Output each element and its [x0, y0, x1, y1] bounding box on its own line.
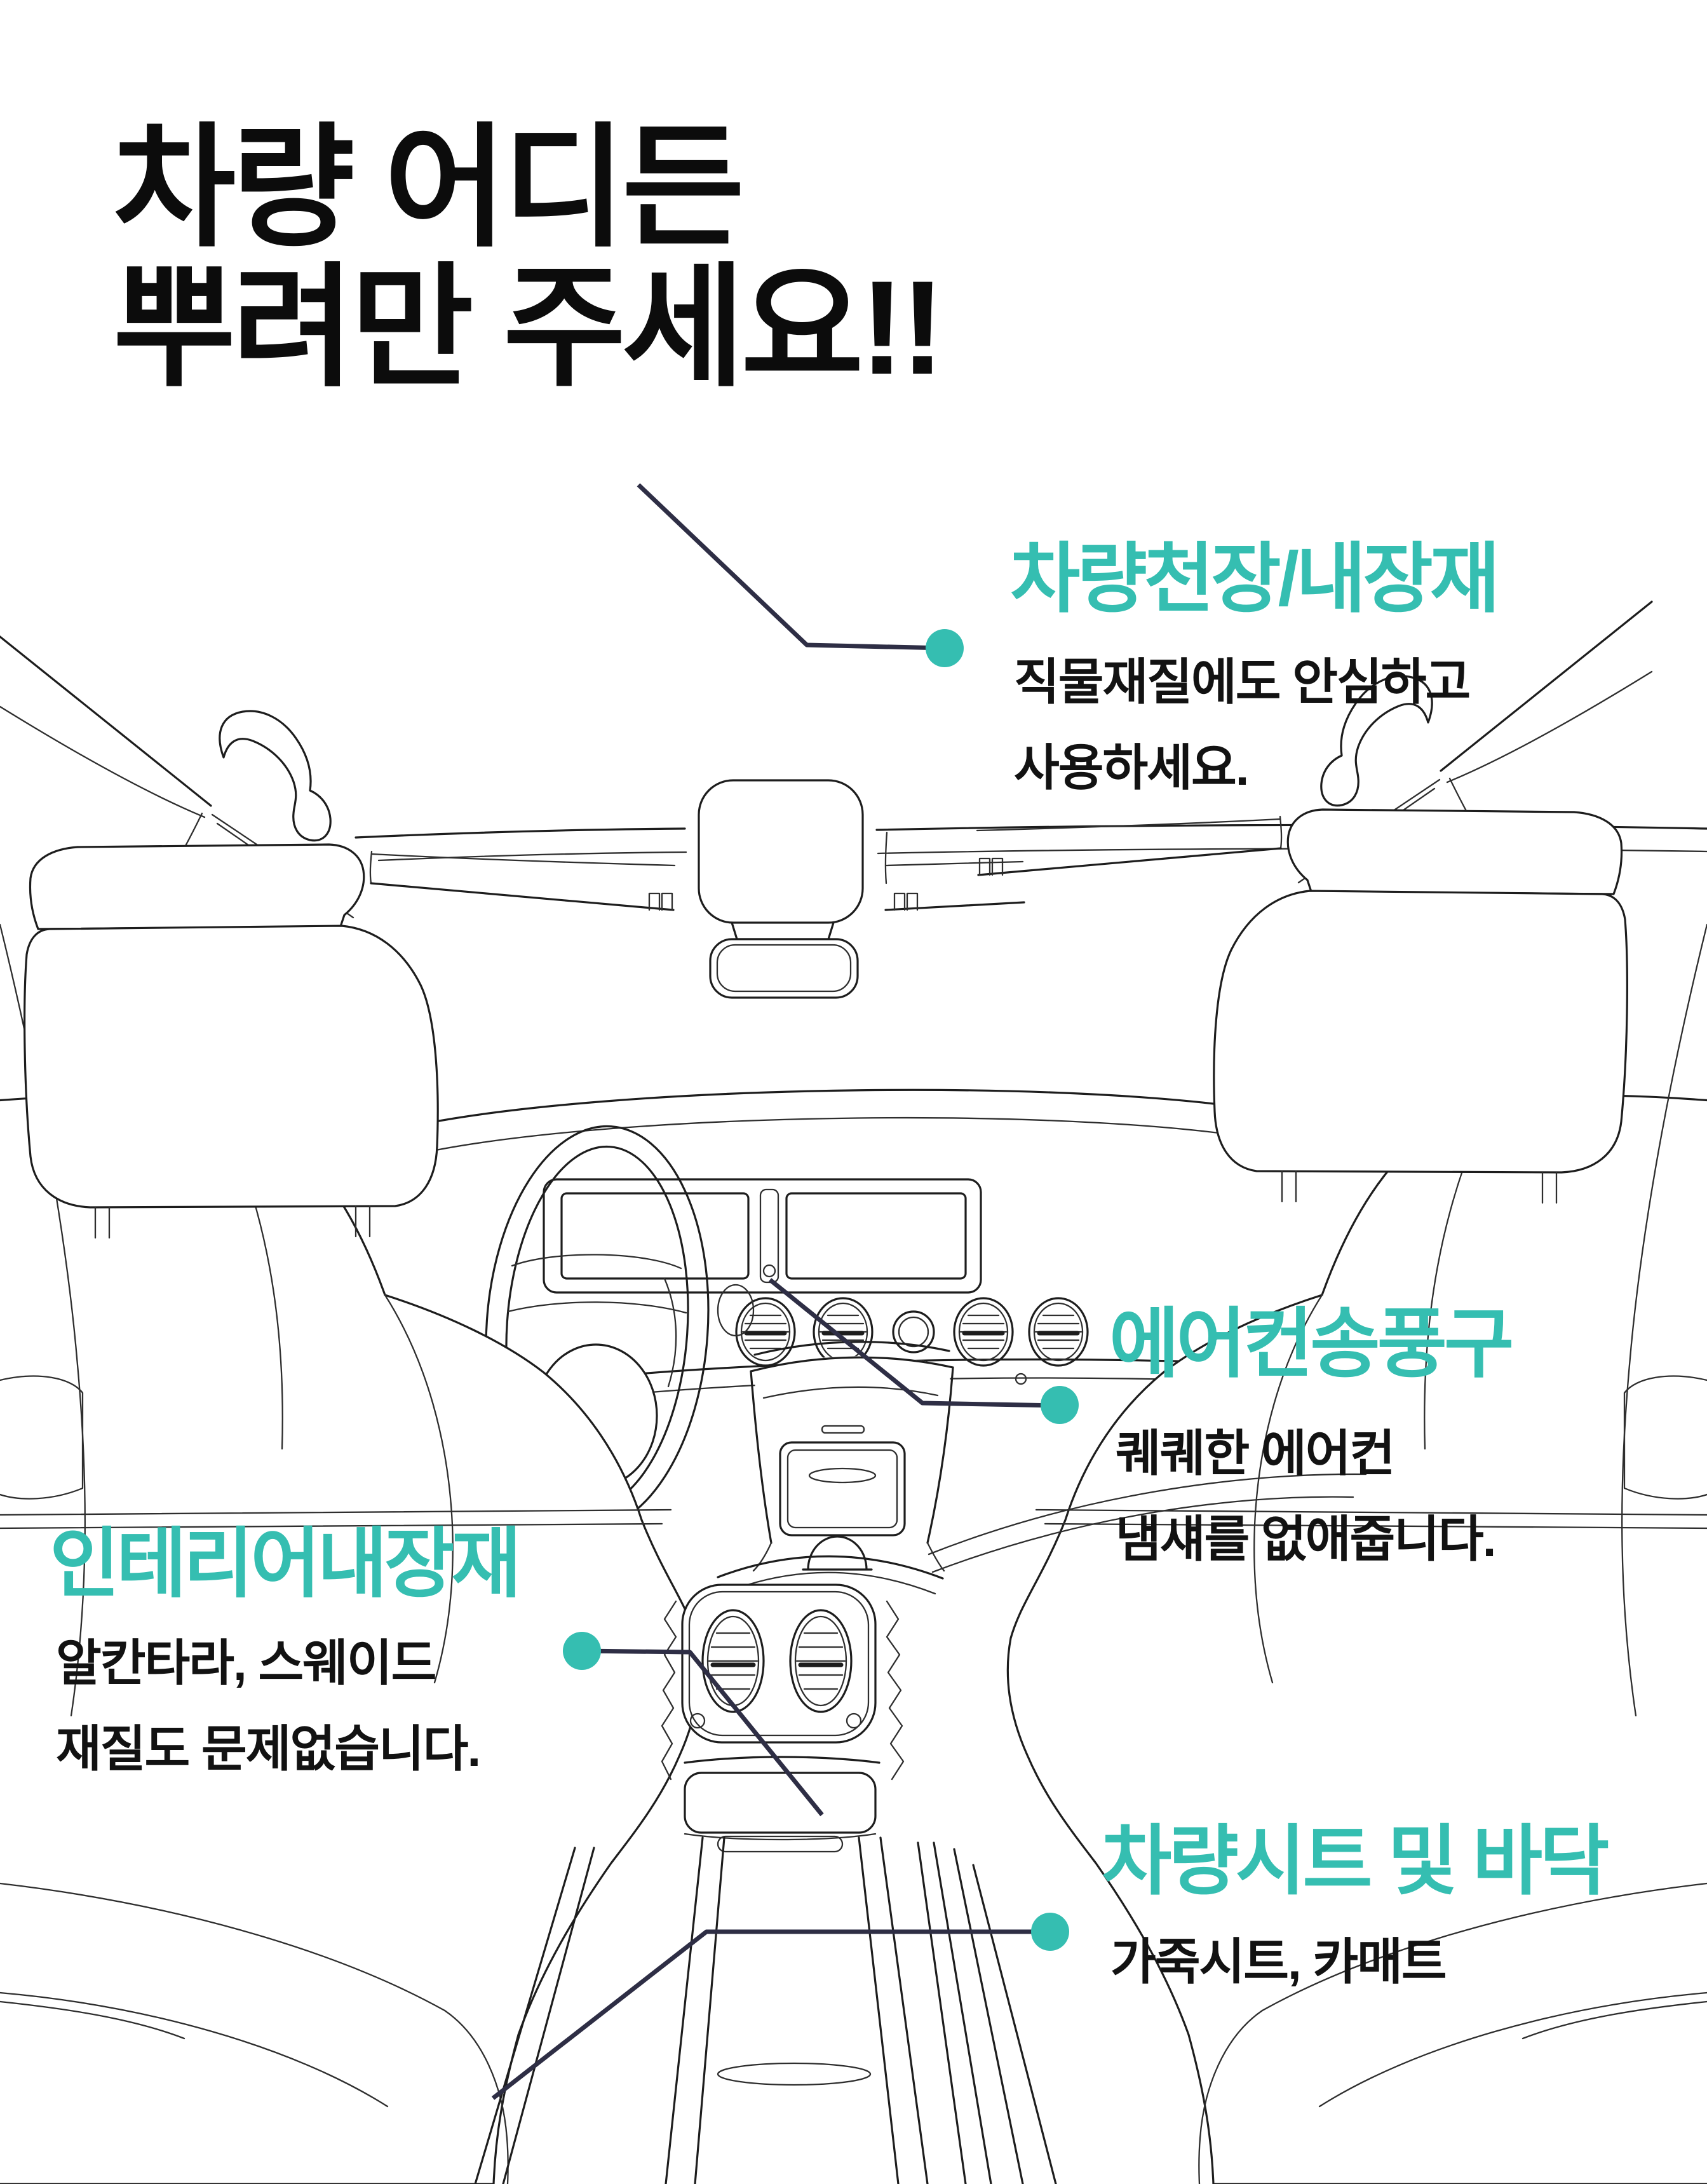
callout-vents-heading: 에어컨송풍구	[1109, 1301, 1514, 1387]
headrest	[24, 925, 439, 1209]
callout-interior-line2: 재질도 문제없습니다.	[56, 1721, 481, 1777]
callout-ceiling-body: 직물재질에도 안심하고 사용하세요.	[1014, 639, 1471, 811]
connector-ceiling	[637, 483, 945, 651]
callout-seats-line1: 가죽시트, 카매트	[1110, 1934, 1447, 1990]
floor-rails	[474, 1836, 1057, 2184]
dash-air-vents	[735, 1297, 1089, 1385]
connector-interior	[581, 1648, 824, 1817]
floor-detail-oval	[717, 2062, 872, 2086]
callout-interior-line1: 알칸타라, 스웨이드	[56, 1635, 436, 1691]
instrument-cluster-screen	[560, 1192, 750, 1280]
ceiling-callout-dot	[926, 629, 964, 667]
callout-ceiling-heading: 차량천장/내장재	[1010, 536, 1500, 621]
vent-1	[735, 1297, 796, 1367]
callout-ceiling-line2: 사용하세요.	[1014, 740, 1249, 796]
center-display-screen	[785, 1192, 967, 1280]
connector-vents	[768, 1278, 1060, 1408]
callout-interior-body: 알칸타라, 스웨이드 재질도 문제없습니다.	[56, 1620, 481, 1792]
seats-callout-dot	[1031, 1913, 1069, 1951]
sun-visor	[370, 882, 675, 911]
gear-shifter	[802, 1535, 873, 1571]
grab-handle	[219, 710, 332, 842]
connector-seats	[491, 1929, 1050, 2100]
vent-3	[953, 1297, 1014, 1367]
headrest-posts	[94, 1205, 371, 1239]
callout-seats-body: 가죽시트, 카매트	[1110, 1919, 1447, 2005]
callout-interior-heading: 인테리어내장재	[50, 1521, 522, 1606]
headliner	[354, 779, 1707, 999]
vent-4	[1028, 1297, 1089, 1367]
headrest-top-roll	[29, 843, 365, 930]
right-boot-zigzag	[886, 1600, 905, 1780]
poster-title-line1: 차량 어디든	[113, 113, 745, 262]
right-seat-seam	[928, 1473, 1367, 1556]
vents-callout-dot	[1041, 1386, 1079, 1424]
center-console	[717, 1341, 954, 1595]
callout-seats-heading: 차량시트 및 바닥	[1102, 1819, 1609, 1904]
rear-vent-right	[789, 1609, 853, 1713]
right-seat-seam-2	[931, 1496, 1354, 1573]
callout-vents-line2: 냄섀를 없애줍니다.	[1116, 1511, 1496, 1567]
visor-clip	[648, 892, 673, 911]
callout-ceiling-line1: 직물재질에도 안심하고	[1014, 654, 1471, 710]
callout-vents-body: 퀘퀘한 에어컨 냄섀를 없애줍니다.	[1116, 1411, 1496, 1582]
upper-trim	[0, 635, 676, 1239]
left-boot-zigzag	[661, 1600, 677, 1780]
poster-title-line2: 뿌려만 주세요!!	[113, 253, 945, 402]
interior-callout-dot	[563, 1632, 601, 1670]
rear-console	[661, 1584, 905, 1853]
callout-vents-line1: 퀘퀘한 에어컨	[1116, 1425, 1395, 1481]
poster-title: 차량 어디든 뿌려만 주세요!!	[113, 113, 945, 402]
